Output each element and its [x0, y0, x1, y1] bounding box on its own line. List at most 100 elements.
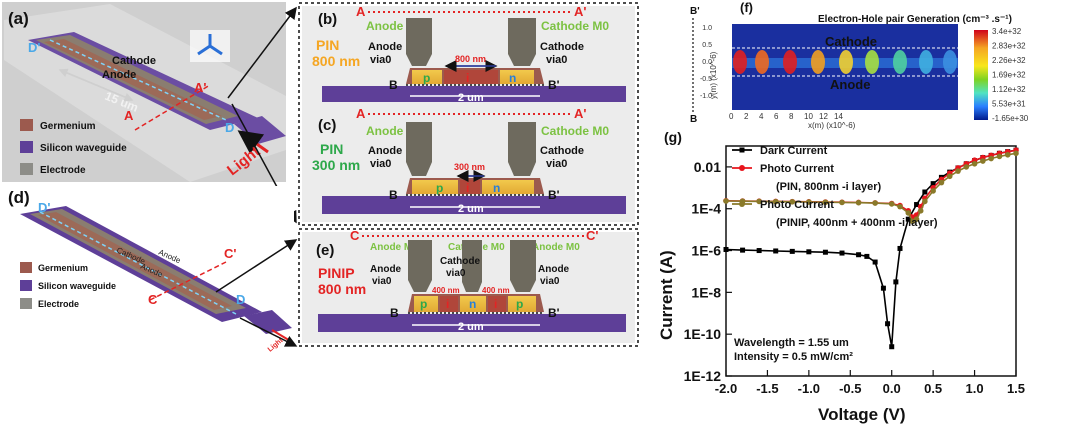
anode-via-b — [406, 18, 432, 66]
series-point-2 — [855, 199, 862, 206]
colorbar-tick-label: 1.12e+32 — [992, 85, 1026, 94]
series-point-2 — [1004, 151, 1011, 158]
legend-label: Photo Current — [760, 163, 834, 175]
p-region-right-e — [508, 296, 536, 312]
series-point-0 — [756, 248, 762, 254]
b-prime-label-b: B' — [548, 78, 560, 92]
y-axis-label: Current (A) — [657, 250, 676, 340]
heatmap-ytick-label: 1.0 — [702, 25, 712, 32]
zoom-arrow-d-e-bottom — [239, 317, 298, 347]
heatmap-spot — [893, 50, 907, 74]
region-i-right-label-e: i — [494, 297, 497, 311]
heatmap-xtick-label: 6 — [774, 112, 779, 121]
plot-frame — [725, 145, 1017, 377]
series-point-2 — [963, 164, 970, 170]
y-tick-label: 0.01 — [694, 159, 721, 175]
b-prime-label-e: B' — [548, 306, 560, 320]
light-arrow-a — [237, 130, 269, 154]
heatmap-cathode-label: Cathode — [825, 34, 877, 49]
b-label-b: B — [389, 78, 398, 92]
heatmap-hot-spots — [733, 50, 957, 74]
y-tick-label: 1E-4 — [691, 201, 721, 217]
heatmap-spot — [943, 50, 957, 74]
section-line-a — [134, 84, 211, 131]
heatmap-spot — [865, 50, 879, 74]
title-line2-b: 800 nm — [312, 53, 360, 69]
zoom-arrow-d-e-top — [215, 239, 298, 293]
heatmap-ylabel: y(m) (x10^-6) — [709, 51, 718, 99]
series-point-2 — [905, 210, 912, 216]
series-point-0 — [740, 247, 746, 253]
cathode-via-label1-e: Cathode — [440, 256, 480, 267]
x-tick-label: -0.5 — [839, 381, 861, 396]
i-region-b — [444, 70, 498, 84]
heatmap-xtick-label: 4 — [759, 112, 764, 121]
legend-marker — [739, 201, 745, 207]
series-point-0 — [723, 247, 729, 252]
heatmap-ytick-label: -0.5 — [700, 76, 712, 83]
legend-sublabel: (PIN, 800nm -i layer) — [776, 181, 881, 193]
series-point-2 — [789, 199, 796, 205]
series-point-2 — [772, 198, 779, 205]
legend-label-electrode-a: Electrode — [40, 165, 86, 176]
heatmap-anode-label: Anode — [830, 77, 870, 92]
n-label-c: n — [493, 181, 500, 195]
heatmap-xtick-label: 10 — [804, 112, 813, 121]
d-line-d — [39, 211, 237, 315]
i-region-left-e — [440, 296, 458, 312]
width-label-e: 2 um — [458, 321, 484, 333]
c-label-d: C — [148, 292, 158, 307]
series-point-2 — [955, 168, 961, 174]
a-prime-label-a: A' — [194, 80, 206, 95]
series-point-0 — [773, 248, 779, 254]
anode-via-left-e — [408, 240, 432, 292]
silicon-slab-e — [318, 314, 626, 332]
cathode-via-c — [508, 122, 536, 176]
series-point-0 — [930, 181, 936, 187]
anode-via-left-label2-e: via0 — [372, 276, 392, 287]
legend-swatch-germanium-d — [20, 262, 32, 273]
heatmap-xlabel: x(m) (x10^-6) — [808, 121, 856, 130]
cathode-via-label2-c: via0 — [546, 158, 567, 170]
legend-marker — [739, 147, 745, 153]
y-tick-label: 1E-6 — [691, 243, 721, 259]
anode-via-right-label1-e: Anode — [538, 264, 570, 275]
x-tick-label: 1.0 — [966, 381, 984, 396]
series-point-0 — [856, 252, 862, 258]
anode-m0-right-label-e: Anode M0 — [532, 242, 580, 253]
silicon-slab-c — [322, 196, 626, 214]
title-line1-b: PIN — [316, 37, 339, 53]
panel-c: A A' (c) Anode M0 Cathode M0 PIN 300 nm … — [302, 106, 635, 222]
series-line-0 — [725, 149, 1017, 347]
a-label-c: A — [356, 106, 366, 121]
i-label-c: i — [466, 181, 469, 195]
width-label-c: 2 um — [458, 203, 484, 215]
series-point-2 — [996, 153, 1003, 160]
n-region-b — [500, 70, 534, 84]
y-tick-label: 1E-8 — [691, 284, 721, 300]
title-line1-e: PINIP — [318, 265, 355, 281]
series-point-2 — [938, 179, 945, 186]
n-region-c — [482, 180, 534, 194]
width-i-label-b: 800 nm — [455, 54, 486, 64]
series-point-0 — [864, 253, 870, 259]
heatmap-xtick-label: 8 — [789, 112, 794, 121]
panel-b: A A' (b) Anode M0 Cathode M0 PIN 800 nm … — [302, 4, 635, 110]
x-tick-label: 0.0 — [883, 381, 901, 396]
panel-label-f: (f) — [740, 0, 753, 15]
series-point-2 — [917, 208, 924, 214]
heatmap-ytick-label: 0.5 — [702, 42, 712, 49]
waveguide-taper-a — [234, 116, 286, 144]
frame-bc — [298, 2, 639, 226]
heatmap-xtick-label: 12 — [819, 112, 828, 121]
panel-d: (d) D' D Cathode Anode Anode 15 um C' C … — [2, 186, 294, 354]
series-point-0 — [914, 202, 920, 208]
cathode-label-a: Cathode — [112, 55, 156, 67]
colorbar-tick-label: 5.53e+31 — [992, 100, 1026, 109]
anode-via-label1-b: Anode — [368, 41, 402, 53]
title-line2-e: 800 nm — [318, 281, 366, 297]
title-line2-c: 300 nm — [312, 157, 360, 173]
colorbar-tick-label: 1.69e+32 — [992, 71, 1026, 80]
width-left-label-e: 400 nm — [432, 286, 460, 295]
